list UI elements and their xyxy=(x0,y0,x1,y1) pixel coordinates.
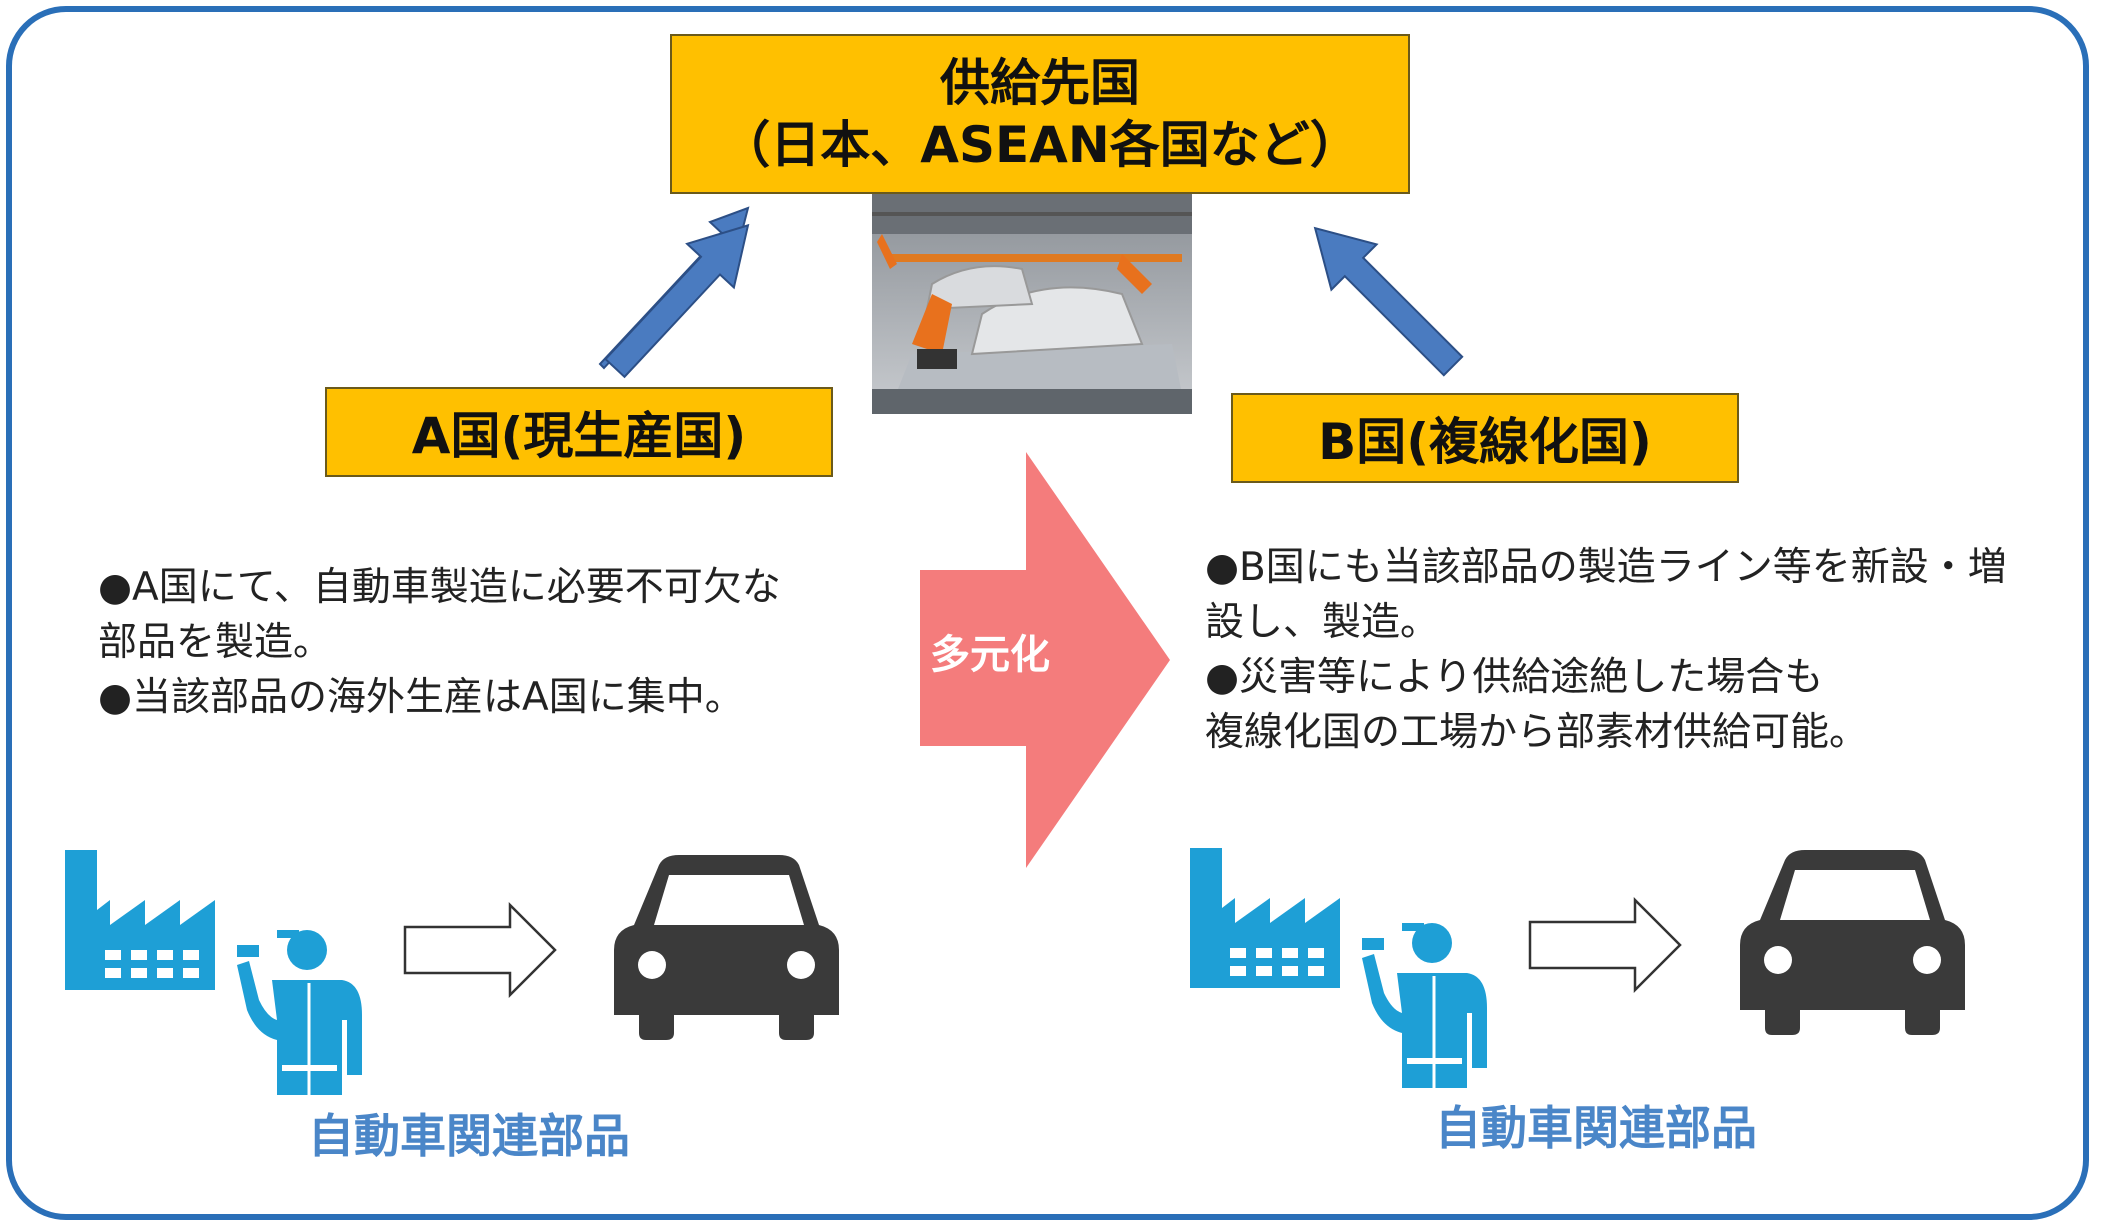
car-icon xyxy=(1740,850,1965,1035)
country-a-description: ●A国にて、自動車製造に必要不可欠な 部品を製造。 ●当該部品の海外生産はA国に… xyxy=(98,560,781,725)
country-b-line-4: 複線化国の工場から部素材供給可能。 xyxy=(1205,710,1869,755)
country-a-line-1: ●A国にて、自動車製造に必要不可欠な xyxy=(98,565,781,610)
arrow-up-right-icon xyxy=(604,223,750,379)
country-b-line-2: 設し、製造。 xyxy=(1205,600,1440,645)
car-icon xyxy=(614,855,839,1040)
country-b-box: B国(複線化国) xyxy=(1231,393,1739,483)
supply-destination-box: 供給先国 （日本、ASEAN各国など） xyxy=(670,34,1410,194)
worker-icon xyxy=(1360,921,1489,1090)
country-a-title: A国(現生産国) xyxy=(411,407,747,465)
diversification-arrow xyxy=(920,452,1170,868)
supply-destination-subtitle: （日本、ASEAN各国など） xyxy=(720,116,1360,174)
arrow-up-left-icon xyxy=(1313,226,1464,377)
outer-frame xyxy=(6,6,2089,1220)
outline-arrow-icon xyxy=(1528,898,1682,992)
robot-assembly-photo xyxy=(872,194,1192,414)
country-b-description: ●B国にも当該部品の製造ライン等を新設・増 設し、製造。 ●災害等により供給途絶… xyxy=(1205,540,2007,760)
country-b-line-1: ●B国にも当該部品の製造ライン等を新設・増 xyxy=(1205,545,2007,590)
country-a-line-3: ●当該部品の海外生産はA国に集中。 xyxy=(98,675,744,720)
worker-icon xyxy=(235,928,364,1097)
country-b-parts-label: 自動車関連部品 xyxy=(1435,1101,1757,1155)
country-a-box: A国(現生産国) xyxy=(325,387,833,477)
supply-destination-title: 供給先国 xyxy=(940,54,1140,112)
country-b-line-3: ●災害等により供給途絶した場合も xyxy=(1205,655,1824,700)
diversification-label: 多元化 xyxy=(930,632,1050,678)
country-a-line-2: 部品を製造。 xyxy=(98,620,333,665)
country-a-parts-label: 自動車関連部品 xyxy=(308,1109,630,1163)
outline-arrow-icon xyxy=(403,903,557,997)
factory-icon xyxy=(1190,848,1340,988)
factory-icon xyxy=(65,850,215,990)
country-b-title: B国(複線化国) xyxy=(1318,413,1652,471)
